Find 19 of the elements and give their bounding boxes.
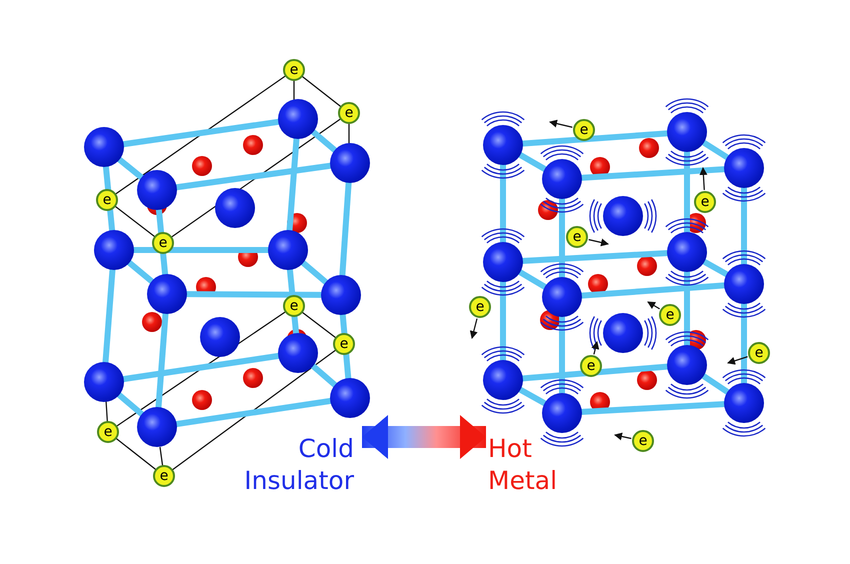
electron-marker: e: [748, 342, 770, 364]
electron-marker: e: [469, 296, 491, 318]
electron-marker: e: [338, 102, 360, 124]
electron-marker: e: [283, 59, 305, 81]
electron-marker: e: [96, 189, 118, 211]
electron-marker: e: [566, 226, 588, 248]
electron-marker: e: [573, 119, 595, 141]
state-label: Cold Insulator: [244, 433, 354, 497]
state-label: Hot Metal: [488, 433, 558, 497]
double-arrow: [362, 415, 486, 459]
electron-marker: e: [333, 333, 355, 355]
electron-marker: e: [694, 191, 716, 213]
electron-marker: e: [580, 355, 602, 377]
electron-marker: e: [632, 430, 654, 452]
electron-marker: e: [152, 232, 174, 254]
electron-marker: e: [97, 421, 119, 443]
electron-marker: e: [283, 295, 305, 317]
electron-marker: e: [153, 465, 175, 487]
electron-marker: e: [659, 304, 681, 326]
